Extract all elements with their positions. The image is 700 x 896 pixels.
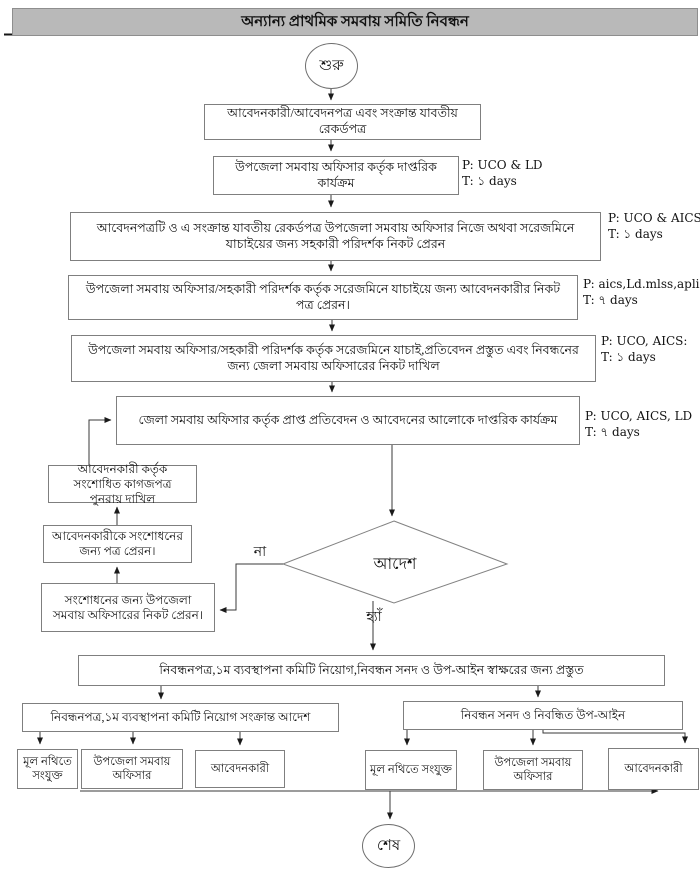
annotation-aics-ld-mlss: P: aics,Ld.mlss,aplict: T: ৭ days xyxy=(583,277,700,308)
node-right-main-file: মূল নথিতে সংযুক্ত xyxy=(365,750,457,790)
annotation-p-line: P: aics,Ld.mlss,aplict: xyxy=(583,277,700,291)
node-certificate-bylaws: নিবন্ধন সনদ ও নিবন্ধিত উপ-আইন xyxy=(403,701,683,730)
annotation-p-line: P: UCO & AICS xyxy=(608,211,700,225)
annotation-t-line: T: ৭ days xyxy=(583,292,638,307)
start-terminator: শুরু xyxy=(305,43,358,89)
node-prepare-registration: নিবন্ধনপত্র,১ম ব্যবস্থাপনা কমিটি নিয়োগ,… xyxy=(78,655,665,686)
end-terminator: শেষ xyxy=(362,824,415,868)
node-verify-and-submit: উপজেলা সমবায় অফিসার/সহকারী পরিদর্শক কর্… xyxy=(71,335,596,382)
node-left-applicant: আবেদনকারী xyxy=(195,750,285,788)
annotation-t-line: T: ১ days xyxy=(601,349,656,364)
page-title: অন্যান্য প্রাথমিক সমবায় সমিতি নিবন্ধন xyxy=(12,8,698,36)
node-right-applicant: আবেদনকারী xyxy=(608,748,699,790)
annotation-uco-aics2: P: UCO, AICS: T: ১ days xyxy=(601,334,687,365)
annotation-t-line: T: ১ days xyxy=(608,226,663,241)
node-left-upazila-officer: উপজেলা সমবায় অফিসার xyxy=(81,749,183,789)
annotation-p-line: P: UCO, AICS: xyxy=(601,334,688,348)
annotation-uco-aics-ld: P: UCO, AICS, LD T: ৭ days xyxy=(585,409,692,440)
no-branch-label: না xyxy=(253,545,267,560)
node-correction-letter: আবেদনকারীকে সংশোধনের জন্য পত্র প্রেরন। xyxy=(43,525,192,563)
decision-order: আদেশ xyxy=(373,556,417,573)
yes-branch-label: হ্যাঁ xyxy=(366,610,382,625)
annotation-uco-ld: P: UCO & LD T: ১ days xyxy=(462,158,543,189)
annotation-uco-aics: P: UCO & AICS T: ১ days xyxy=(608,211,700,242)
annotation-t-line: T: ৭ days xyxy=(585,424,640,439)
annotation-t-line: T: ১ days xyxy=(462,173,517,188)
node-letter-to-applicant: উপজেলা সমবায় অফিসার/সহকারী পরিদর্শক কর্… xyxy=(68,275,578,320)
annotation-p-line: P: UCO & LD xyxy=(462,158,543,172)
node-resubmit-corrected: আবেদনকারী কর্তৃক সংশোধিত কাগজপত্র পুনরায… xyxy=(48,462,197,506)
node-send-for-correction: সংশোধনের জন্য উপজেলা সমবায় অফিসারের নিক… xyxy=(41,583,215,632)
node-committee-order: নিবন্ধনপত্র,১ম ব্যবস্থাপনা কমিটি নিয়োগ … xyxy=(22,703,339,732)
annotation-p-line: P: UCO, AICS, LD xyxy=(585,409,693,423)
node-send-to-inspector: আবেদনপত্রটি ও এ সংক্রান্ত যাবতীয় রেকর্ড… xyxy=(70,212,601,261)
node-left-main-file: মূল নথিতে সংযুক্ত xyxy=(17,749,78,789)
node-right-upazila-officer: উপজেলা সমবায় অফিসার xyxy=(483,750,583,790)
node-upazila-official-action: উপজেলা সমবায় অফিসার কর্তৃক দাপ্তরিক কার… xyxy=(213,156,459,195)
node-district-official-action: জেলা সমবায় অফিসার কর্তৃক প্রাপ্ত প্রতিব… xyxy=(116,396,580,445)
node-application-records: আবেদনকারী/আবেদনপত্র এবং সংক্রান্ত যাবতীয… xyxy=(204,104,481,140)
